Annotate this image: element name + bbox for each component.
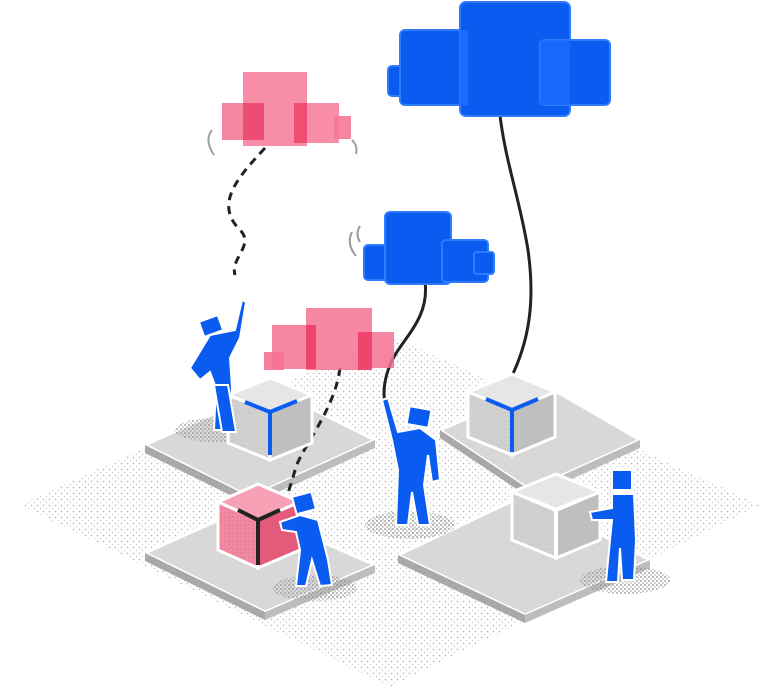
- box-front-pink: [214, 482, 304, 571]
- box-left-back: [224, 376, 316, 463]
- box-right-back: [464, 372, 559, 458]
- blue-cloud-small: [348, 211, 495, 285]
- box-right-front: [508, 472, 604, 561]
- figure-front-pushing-box: [278, 490, 334, 588]
- figure-center-holding-kite: [380, 396, 442, 526]
- pink-cloud-lower: [264, 308, 394, 370]
- blue-cloud-large: [387, 1, 611, 117]
- figure-right-pushing-box: [588, 469, 638, 583]
- pink-cloud-upper: [207, 72, 358, 156]
- speckled-ground: [20, 335, 760, 687]
- figure-left-reaching: [188, 298, 248, 433]
